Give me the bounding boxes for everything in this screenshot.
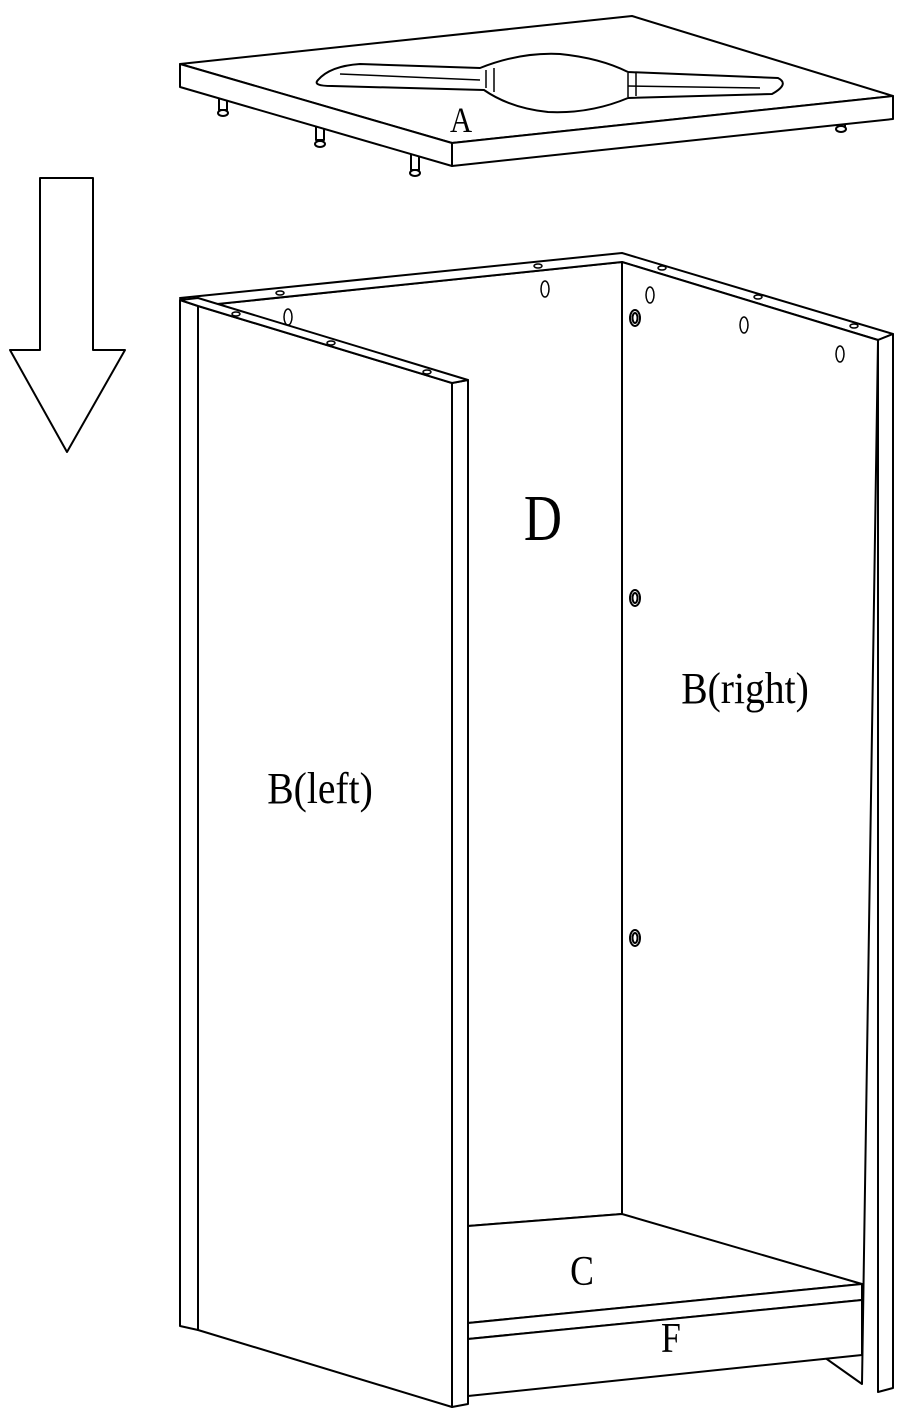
cam-fittings [629,309,641,947]
label-panel-a: A [450,101,472,141]
plinth-panel-f: F [467,1283,863,1397]
label-panel-d: D [524,481,562,554]
down-arrow-icon [9,177,126,453]
label-panel-b-right: B(right) [681,665,809,713]
label-panel-f: F [661,1315,681,1361]
dowel-pins [217,95,847,177]
side-panel-b-left: B(left) [179,297,469,1408]
label-panel-c: C [570,1248,594,1294]
label-panel-b-left: B(left) [267,765,373,813]
side-panel-b-right: B(right) [621,261,894,1393]
top-panel-a: A [179,15,894,177]
